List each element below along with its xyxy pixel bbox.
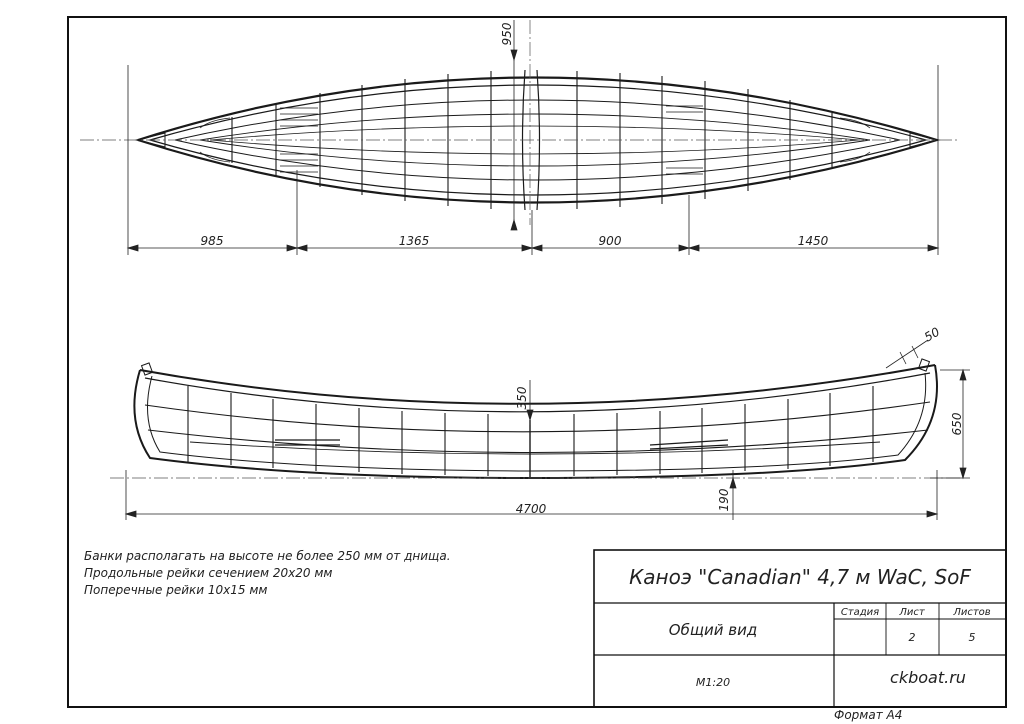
dim-beam-950: 950: [500, 22, 514, 45]
note-item: Банки располагать на высоте не более 250…: [84, 549, 451, 563]
title-block: [593, 549, 1007, 708]
stage-label: Стадия: [841, 607, 879, 618]
dim-top-1450: 1450: [798, 234, 829, 248]
top-view-dimensions: [126, 20, 940, 255]
dim-top-900: 900: [599, 234, 622, 248]
site-name: ckboat.ru: [890, 668, 966, 687]
drawing-notes: Банки располагать на высоте не более 250…: [84, 548, 451, 599]
sheet-frame: [67, 16, 1007, 708]
sheets-count: 5: [969, 631, 976, 644]
dim-stem-50: 50: [922, 324, 943, 344]
dim-top-985: 985: [201, 234, 224, 248]
sheet-number: 2: [909, 631, 916, 644]
canoe-top-view: [80, 20, 960, 225]
dim-rocker-190: 190: [717, 488, 731, 511]
canoe-side-view: [110, 358, 960, 480]
sheets-label: Листов: [952, 607, 990, 618]
drawing-title: Каноэ "Canadian" 4,7 м WaC, SoF: [629, 565, 971, 589]
scale-label: М1:20: [696, 676, 730, 689]
dim-top-1365: 1365: [399, 234, 430, 248]
drawing-view-name: Общий вид: [669, 621, 757, 639]
paper-format-label: Формат А4: [834, 708, 903, 722]
dim-length-4700: 4700: [516, 502, 547, 516]
note-item: Поперечные рейки 10x15 мм: [84, 583, 268, 597]
note-item: Продольные рейки сечением 20x20 мм: [84, 566, 333, 580]
dim-depth-350: 350: [515, 386, 529, 409]
dim-depth-650: 650: [950, 412, 964, 435]
side-view-dimensions: [124, 339, 970, 520]
sheet-label: Лист: [898, 607, 926, 618]
